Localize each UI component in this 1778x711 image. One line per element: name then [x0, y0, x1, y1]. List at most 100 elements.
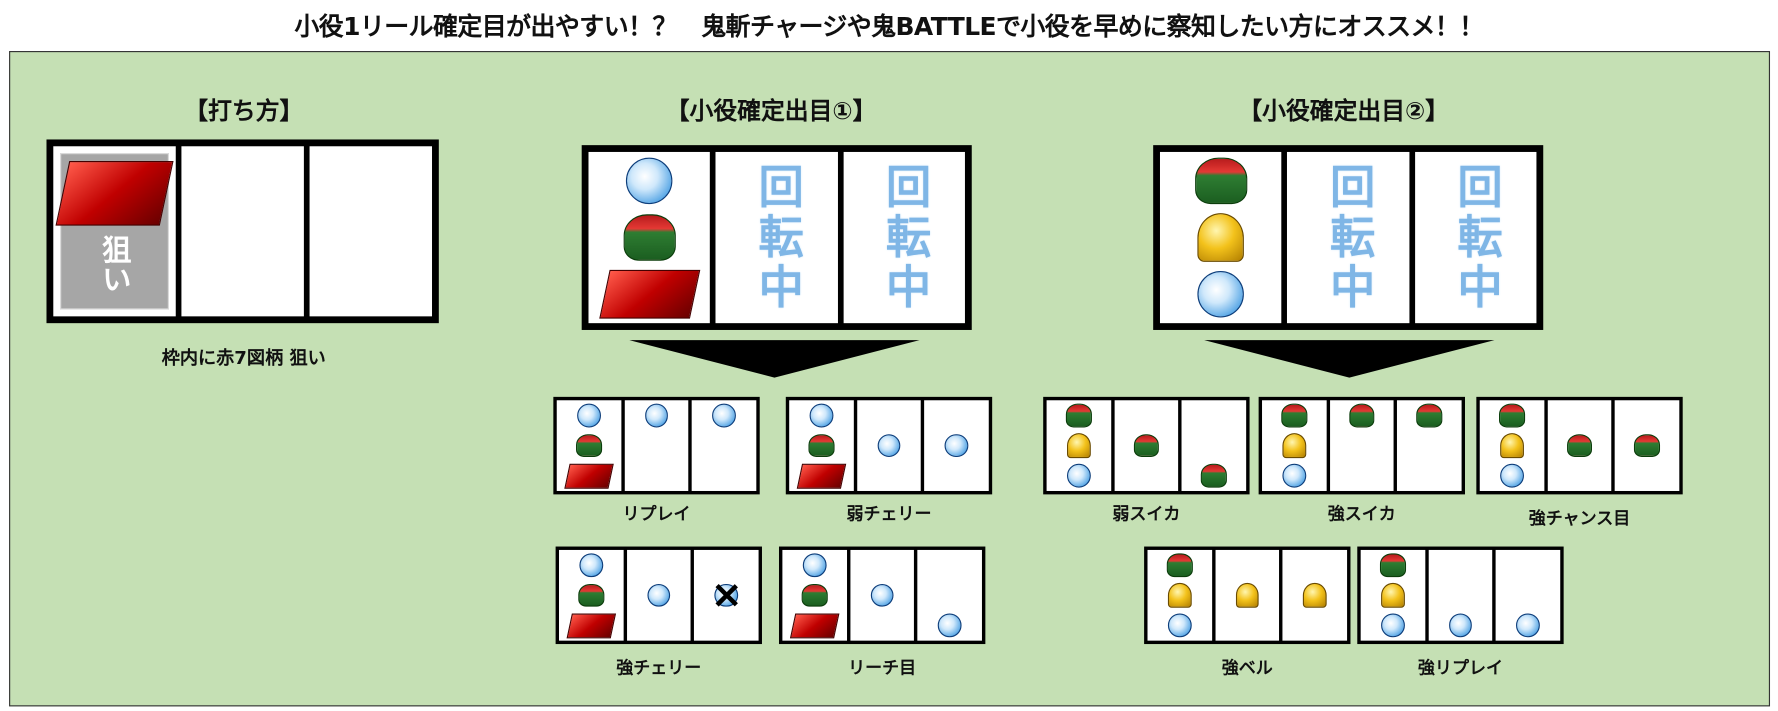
reel-cell	[1361, 580, 1425, 610]
reel-cell	[1397, 431, 1461, 461]
reel-cell	[1397, 400, 1461, 430]
reel-cell	[1182, 461, 1246, 491]
reel-cell	[782, 610, 846, 640]
reel-cell	[692, 431, 756, 461]
arrow-down-icon	[1204, 340, 1495, 378]
reel-left	[588, 151, 711, 324]
watermelon-symbol-icon	[1348, 403, 1375, 428]
reel-cell	[782, 550, 846, 580]
pattern2-heading: 【小役確定出目②】	[1238, 97, 1450, 125]
reel-cell	[925, 400, 989, 430]
bell-symbol-icon	[1500, 433, 1524, 458]
example-label: 強スイカ	[1327, 503, 1396, 524]
reel-cell	[1480, 400, 1544, 430]
replay-symbol-icon	[1500, 464, 1524, 488]
watermelon-symbol-icon	[1194, 157, 1247, 204]
reel-cell	[857, 400, 921, 430]
reel-right	[917, 549, 982, 641]
reel-cell	[1160, 152, 1282, 209]
reel-cell	[557, 431, 621, 461]
watermelon-symbol-icon	[1133, 433, 1160, 458]
watermelon-symbol-icon	[578, 583, 605, 608]
replay-symbol-icon	[1197, 271, 1245, 318]
reel-cell	[850, 550, 914, 580]
reel-cell	[1496, 610, 1560, 640]
reel-right	[1181, 400, 1247, 491]
reel-cell	[1047, 461, 1111, 491]
example-label: 強ベル	[1221, 657, 1273, 679]
reel-cell	[1215, 580, 1279, 610]
reel-cell	[1114, 400, 1178, 430]
reel-cell	[789, 461, 853, 491]
reel-cell	[1428, 610, 1492, 640]
example-label: リプレイ	[622, 503, 691, 524]
example-reel	[785, 396, 993, 495]
reel-left	[789, 400, 854, 491]
reel-cell	[588, 209, 710, 266]
reel-cell	[925, 461, 989, 491]
red-seven-symbol-icon	[566, 613, 617, 638]
reel-center	[1329, 400, 1394, 491]
bell-symbol-icon	[1235, 582, 1260, 608]
reel-left	[1360, 549, 1425, 641]
replay-symbol-icon	[877, 433, 901, 458]
reel-cell	[627, 550, 691, 580]
watermelon-symbol-icon	[1065, 403, 1092, 428]
watermelon-symbol-icon	[1416, 403, 1443, 428]
reel-cell	[588, 152, 710, 209]
watermelon-symbol-icon	[575, 433, 602, 458]
example-reel	[1476, 396, 1683, 495]
reel-cell	[1330, 431, 1394, 461]
reel-cell	[1496, 550, 1560, 580]
reel-cell	[1148, 610, 1212, 640]
spinning-text: 回転中	[1322, 162, 1375, 313]
replay-symbol-icon	[647, 583, 671, 608]
example-reel	[1043, 396, 1250, 495]
reel-cell	[1480, 461, 1544, 491]
replay-symbol-icon	[1066, 464, 1091, 488]
reel-cell	[1148, 550, 1212, 580]
reel-cell	[1215, 550, 1279, 580]
cross-mark-icon	[716, 585, 737, 606]
spinning-text: 回転中	[750, 162, 803, 313]
red-seven-symbol-icon	[563, 463, 614, 489]
reel-cell	[857, 461, 921, 491]
reel-cell	[694, 580, 758, 610]
reel-cell	[1215, 610, 1279, 640]
reel-cell	[1160, 266, 1282, 323]
example-label: 強チェリー	[616, 657, 702, 679]
aim-area: 狙い	[55, 153, 174, 310]
reel-cell	[1480, 431, 1544, 461]
reel-cell	[694, 610, 758, 640]
reel-cell	[1262, 461, 1326, 491]
red-seven-symbol-icon	[598, 270, 701, 320]
replay-symbol-icon	[944, 433, 969, 458]
reel-right	[1397, 400, 1462, 491]
page-title: 小役1リール確定目が出やすい！？ 鬼斬チャージや鬼BATTLEで小役を早めに察知…	[294, 13, 1484, 42]
replay-symbol-icon	[870, 583, 894, 608]
reel-left: 狙い	[53, 146, 176, 317]
spinning-text: 回転中	[1449, 162, 1502, 313]
reel-cell	[1283, 550, 1347, 580]
replay-symbol-icon	[802, 553, 827, 577]
example-reel	[1144, 546, 1351, 645]
reel-cell	[1182, 400, 1246, 430]
reel-left	[1262, 400, 1327, 491]
reel-center	[626, 549, 691, 641]
reel-left	[1159, 151, 1282, 324]
aim-text: 狙い	[96, 234, 131, 294]
reel-cell	[782, 580, 846, 610]
bell-symbol-icon	[1381, 582, 1405, 608]
watermelon-symbol-icon	[801, 583, 828, 608]
reel-cell	[1182, 431, 1246, 461]
reel-cell	[1496, 580, 1560, 610]
reel-cell	[1428, 550, 1492, 580]
reel-center	[1428, 549, 1493, 641]
reel-cell	[1047, 400, 1111, 430]
example-reel	[555, 546, 762, 645]
reel-cell	[918, 580, 982, 610]
reel-left	[1046, 400, 1111, 491]
reel-cell	[918, 610, 982, 640]
reel-cell	[1397, 461, 1461, 491]
reel-left	[782, 549, 847, 641]
